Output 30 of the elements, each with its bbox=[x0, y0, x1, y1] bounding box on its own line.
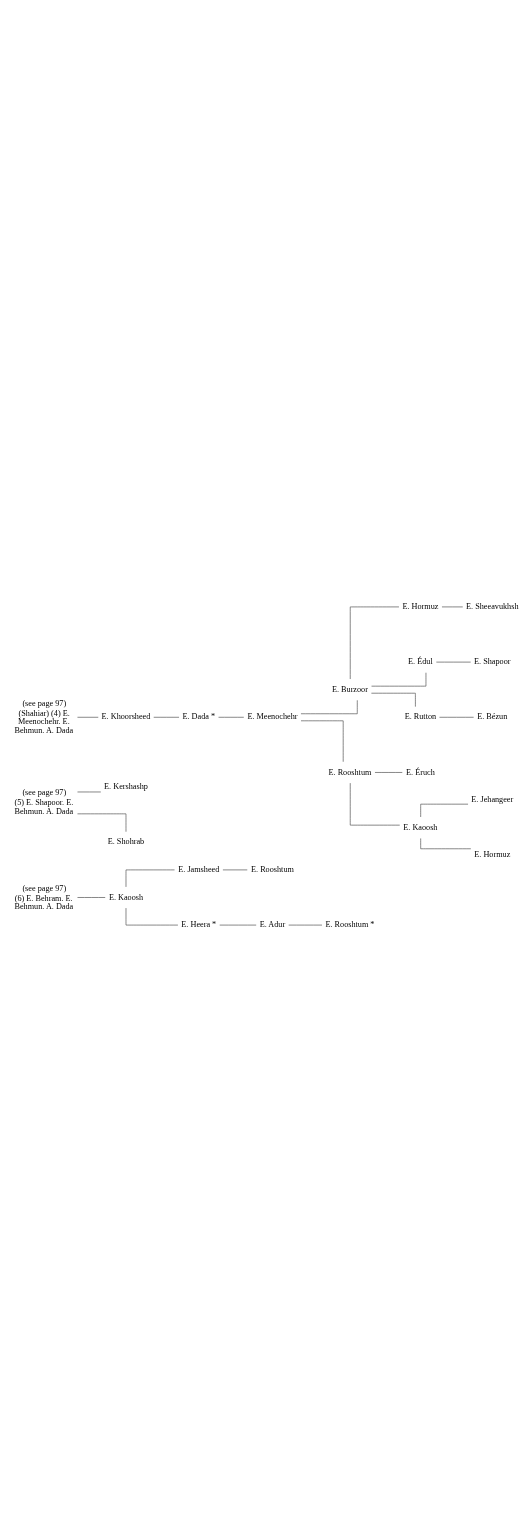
node-text: E. Kaoosh bbox=[108, 892, 144, 902]
node-text: E. Meenochehr bbox=[247, 711, 298, 721]
node-text: E. Rutton bbox=[404, 711, 437, 721]
node-text: E. Heera * bbox=[181, 919, 217, 929]
node-text: E. Édul bbox=[408, 656, 433, 666]
node-text: E. Jehangeer bbox=[471, 794, 514, 804]
node-text: E. Bézun bbox=[477, 711, 508, 721]
connector bbox=[77, 896, 106, 898]
node-text: E. Burzoor bbox=[331, 684, 368, 694]
node-text: E. Kershashp bbox=[104, 781, 148, 791]
node-text: E. Shohrab bbox=[107, 836, 145, 846]
node-text: E. Khoorsheed bbox=[101, 711, 151, 721]
node-text: E. Sheeavukhsh bbox=[466, 601, 519, 611]
node-text: E. Éruch bbox=[406, 767, 435, 777]
node-text: E. Adur bbox=[259, 919, 286, 929]
node-text: E. Dada * bbox=[182, 711, 216, 721]
node-label: (see page 97) bbox=[22, 698, 67, 708]
node-label: (see page 97) bbox=[22, 883, 67, 893]
node-text: (Shahiar) (4) E. Meenochehr. E. Behmun. A. Dada bbox=[14, 708, 74, 735]
node-label: (see page 97) bbox=[22, 787, 67, 797]
node-text: E. Rooshtum bbox=[328, 767, 372, 777]
node-text: (6) E. Behram. E. Behmun. A. Dada bbox=[14, 893, 74, 911]
node-text: (5) E. Shapoor. E. Behmun. A. Dada bbox=[14, 797, 74, 816]
node-text: E. Shapoor bbox=[474, 656, 511, 666]
node-text: E. Hormuz bbox=[474, 849, 511, 859]
node-text: E. Rooshtum * bbox=[325, 919, 375, 929]
node-text: E. Rooshtum bbox=[251, 864, 294, 874]
node-text: E. Jamsheed bbox=[178, 864, 220, 874]
node-text: E. Hormuz bbox=[402, 601, 439, 611]
node-text: E. Kaoosh bbox=[403, 822, 438, 832]
